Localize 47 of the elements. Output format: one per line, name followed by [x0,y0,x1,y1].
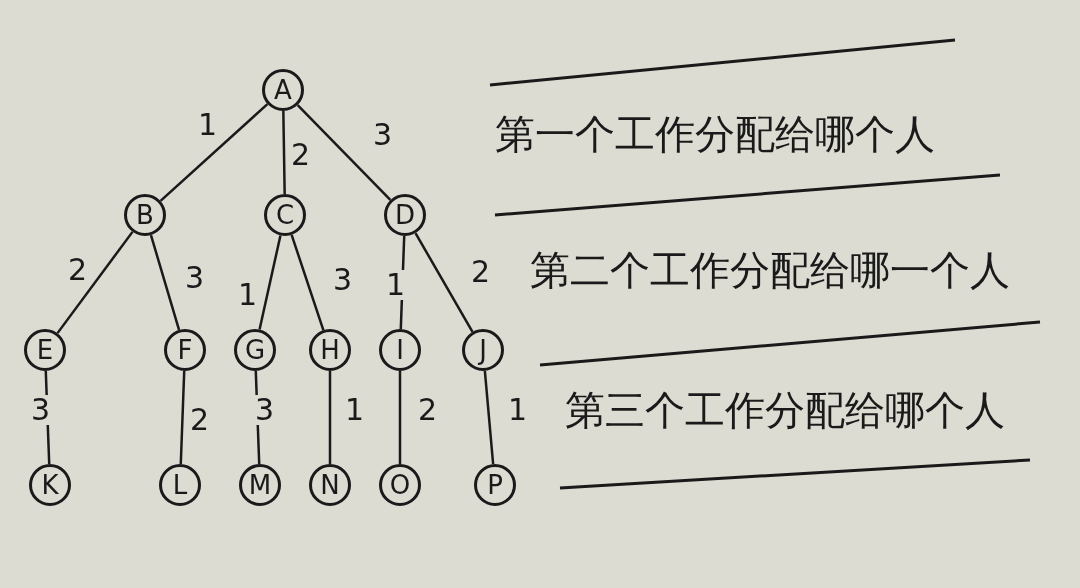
tree-edge [483,370,495,465]
tree-edge [290,234,325,331]
node-circle [309,329,351,371]
tree-edge [282,111,286,194]
node-letter: L [172,472,188,498]
node-letter: K [41,472,59,498]
node-letter: H [320,337,340,363]
node-letter: E [36,337,54,363]
node-circle [164,329,206,371]
tree-edge [328,371,332,464]
node-letter: M [248,472,272,498]
node-circle [474,464,516,506]
node-circle [462,329,504,371]
tree-edge [296,104,392,201]
node-circle [264,194,306,236]
tree-edge [179,370,186,465]
node-circle [239,464,281,506]
node-circle [234,329,276,371]
tree-edge [414,232,474,333]
tree-edge [159,103,269,202]
node-circle [309,464,351,506]
tree-edge [149,234,181,331]
node-letter: B [136,202,154,228]
node-letter: C [275,202,295,228]
node-letter: O [389,472,411,498]
node-circle [24,329,66,371]
tree-edge [56,231,134,334]
node-letter: N [320,472,340,498]
node-circle [384,194,426,236]
node-letter: F [177,337,193,363]
node-letter: G [244,337,266,363]
tree-edge [398,371,402,464]
tree-edge [258,235,282,330]
node-letter: I [396,337,404,363]
node-letter: D [395,202,415,228]
node-circle [379,329,421,371]
node-letter: J [479,337,487,363]
node-letter: A [274,77,292,103]
node-circle [159,464,201,506]
node-circle [262,69,304,111]
node-letter: P [487,472,503,498]
question-text: 第一个工作分配给哪个人 [495,112,935,156]
question-text: 第三个工作分配给哪个人 [565,388,1005,432]
node-circle [124,194,166,236]
node-circle [29,464,71,506]
node-circle [379,464,421,506]
question-text: 第二个工作分配给哪一个人 [530,248,1010,292]
